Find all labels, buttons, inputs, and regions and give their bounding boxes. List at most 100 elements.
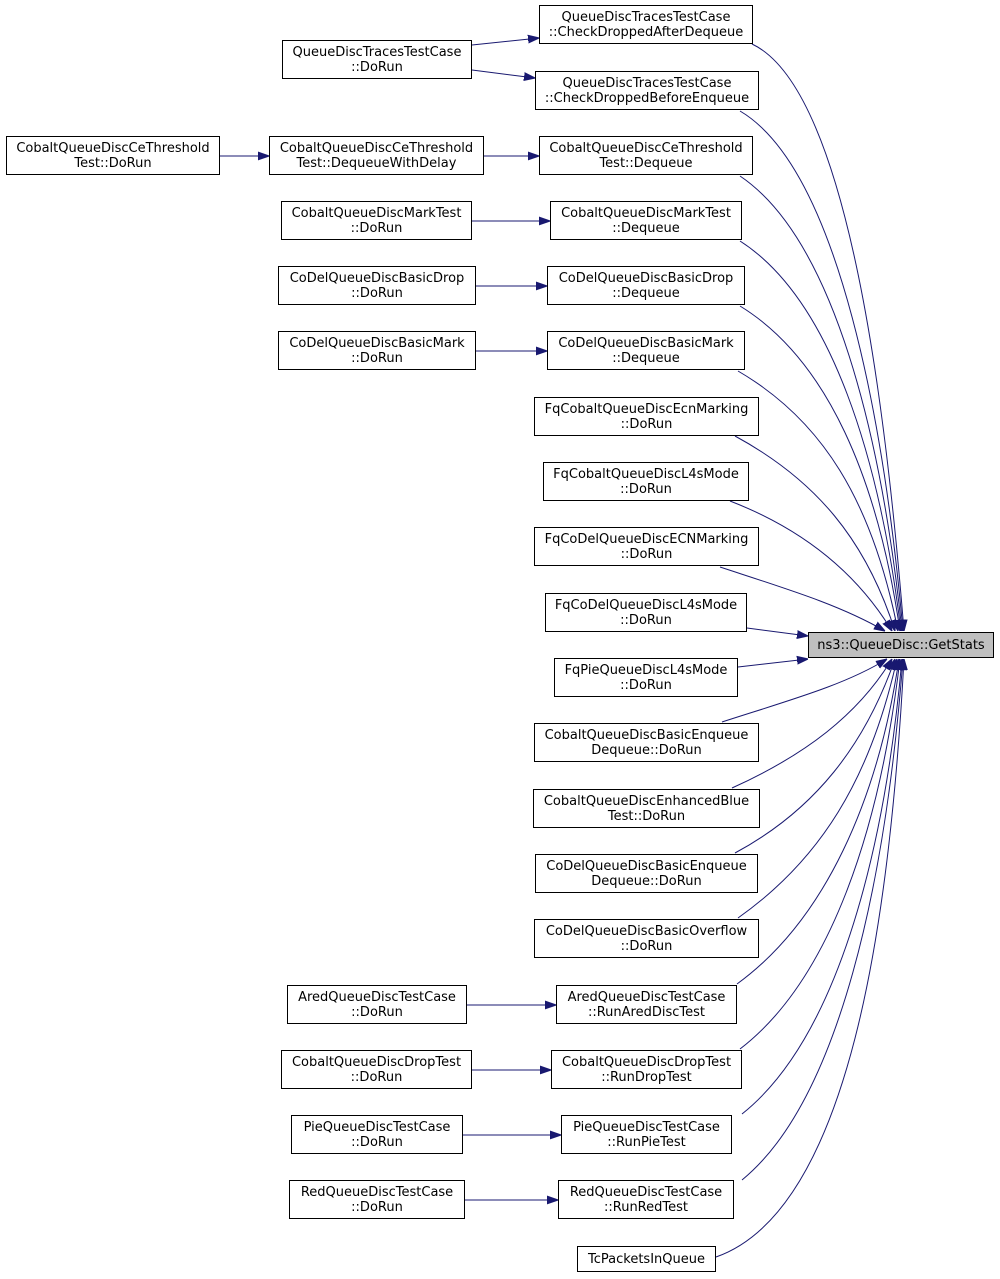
function-node-cmark-dorun[interactable]: CobaltQueueDiscMarkTest::DoRun xyxy=(281,201,472,240)
function-node-fqcl4s[interactable]: FqCobaltQueueDiscL4sMode::DoRun xyxy=(543,462,749,501)
function-node-cddrop-dequeue[interactable]: CoDelQueueDiscBasicDrop::Dequeue xyxy=(547,266,745,305)
function-node-cdmark-dequeue[interactable]: CoDelQueueDiscBasicMark::Dequeue xyxy=(547,331,745,370)
node-label-line: ::CheckDroppedAfterDequeue xyxy=(548,24,744,40)
node-label-line: PieQueueDiscTestCase xyxy=(303,1119,451,1135)
node-label-line: CobaltQueueDiscBasicEnqueue xyxy=(544,727,749,743)
call-edge-cdbenq-to-getstats xyxy=(734,659,895,854)
node-label-line: ::DoRun xyxy=(620,612,672,628)
node-label-line: ::DoRun xyxy=(351,1199,403,1215)
node-label-line: TcPacketsInQueue xyxy=(588,1251,705,1267)
function-node-ared-dorun[interactable]: AredQueueDiscTestCase::DoRun xyxy=(287,985,467,1024)
node-label-line: PieQueueDiscTestCase xyxy=(573,1119,720,1135)
function-node-pie-dorun[interactable]: PieQueueDiscTestCase::DoRun xyxy=(291,1115,463,1154)
node-label-line: CoDelQueueDiscBasicEnqueue xyxy=(546,858,747,874)
call-edge-qdt-checkBefore-to-getstats xyxy=(739,110,903,631)
node-label-line: CobaltQueueDiscEnhancedBlue xyxy=(543,793,750,809)
node-label-line: Dequeue::DoRun xyxy=(591,742,702,758)
node-label-line: QueueDiscTracesTestCase xyxy=(292,44,462,60)
node-label-line: CobaltQueueDiscCeThreshold xyxy=(279,140,474,156)
node-label-line: CoDelQueueDiscBasicDrop xyxy=(558,270,734,286)
call-edge-pie-run-to-getstats xyxy=(741,659,902,1115)
call-edge-qdt-dorun-to-qdt-checkAfter xyxy=(471,38,539,46)
node-label-line: AredQueueDiscTestCase xyxy=(298,989,456,1005)
function-node-cmark-dequeue[interactable]: CobaltQueueDiscMarkTest::Dequeue xyxy=(550,201,742,240)
function-node-tcpackets[interactable]: TcPacketsInQueue xyxy=(577,1246,716,1272)
node-label-line: Dequeue::DoRun xyxy=(591,873,702,889)
node-label-line: ::DoRun xyxy=(620,416,673,432)
call-edge-cmark-dequeue-to-getstats xyxy=(739,240,901,631)
node-label-line: CoDelQueueDiscBasicMark xyxy=(289,335,465,351)
function-node-cdrop-dorun[interactable]: CobaltQueueDiscDropTest::DoRun xyxy=(281,1050,472,1089)
node-label-line: Test::DequeueWithDelay xyxy=(296,155,457,171)
function-node-cdover[interactable]: CoDelQueueDiscBasicOverflow::DoRun xyxy=(534,919,759,958)
node-label-line: ::DoRun xyxy=(351,350,403,366)
node-label-line: RedQueueDiscTestCase xyxy=(300,1184,454,1200)
node-label-line: Test::Dequeue xyxy=(599,155,693,171)
function-node-fqcdl4s[interactable]: FqCoDelQueueDiscL4sMode::DoRun xyxy=(545,593,747,632)
call-edge-qdt-checkAfter-to-getstats xyxy=(751,43,904,631)
node-label-line: CobaltQueueDiscMarkTest xyxy=(561,205,731,221)
call-edge-cddrop-dequeue-to-getstats xyxy=(739,305,900,631)
node-label-line: CobaltQueueDiscDropTest xyxy=(561,1054,732,1070)
function-node-red-dorun[interactable]: RedQueueDiscTestCase::DoRun xyxy=(289,1180,465,1219)
node-label-line: ::RunRedTest xyxy=(604,1199,688,1215)
node-label-line: ::Dequeue xyxy=(612,350,680,366)
node-label-line: RedQueueDiscTestCase xyxy=(569,1184,723,1200)
node-label-line: ns3::QueueDisc::GetStats xyxy=(817,637,985,653)
node-label-line: AredQueueDiscTestCase xyxy=(567,989,726,1005)
function-node-fqcdecn[interactable]: FqCoDelQueueDiscECNMarking::DoRun xyxy=(534,527,759,566)
function-node-ared-run[interactable]: AredQueueDiscTestCase::RunAredDiscTest xyxy=(556,985,737,1024)
function-node-pie-run[interactable]: PieQueueDiscTestCase::RunPieTest xyxy=(561,1115,732,1154)
node-label-line: ::DoRun xyxy=(351,285,403,301)
node-label-line: ::DoRun xyxy=(620,546,673,562)
function-node-red-run[interactable]: RedQueueDiscTestCase::RunRedTest xyxy=(558,1180,734,1219)
function-node-fqcecn[interactable]: FqCobaltQueueDiscEcnMarking::DoRun xyxy=(534,397,759,436)
function-node-qdt-dorun[interactable]: QueueDiscTracesTestCase::DoRun xyxy=(282,40,472,79)
call-edge-cdrop-run-to-getstats xyxy=(739,659,900,1050)
function-node-cddrop-dorun[interactable]: CoDelQueueDiscBasicDrop::DoRun xyxy=(278,266,476,305)
call-edge-fqcdecn-to-getstats xyxy=(719,566,885,631)
function-node-cdrop-run[interactable]: CobaltQueueDiscDropTest::RunDropTest xyxy=(551,1050,742,1089)
node-label-line: FqCobaltQueueDiscEcnMarking xyxy=(544,401,749,417)
node-label-line: CobaltQueueDiscCeThreshold xyxy=(549,140,743,156)
call-edge-red-run-to-getstats xyxy=(741,659,903,1181)
call-edge-cdmark-dequeue-to-getstats xyxy=(737,370,898,631)
node-label-line: ::DoRun xyxy=(351,59,403,75)
node-label-line: FqPieQueueDiscL4sMode xyxy=(564,662,728,678)
call-edge-qdt-dorun-to-qdt-checkBefore xyxy=(471,69,535,78)
node-label-line: CoDelQueueDiscBasicOverflow xyxy=(545,923,748,939)
call-edge-tcpackets-to-getstats xyxy=(715,659,904,1258)
node-label-line: FqCobaltQueueDiscL4sMode xyxy=(553,466,739,482)
node-label-line: ::DoRun xyxy=(620,481,672,497)
node-label-line: FqCoDelQueueDiscECNMarking xyxy=(544,531,749,547)
node-label-line: FqCoDelQueueDiscL4sMode xyxy=(554,597,738,613)
node-label-line: CobaltQueueDiscMarkTest xyxy=(291,205,462,221)
node-label-line: ::DoRun xyxy=(351,1134,403,1150)
node-label-line: QueueDiscTracesTestCase xyxy=(562,75,732,91)
node-label-line: ::Dequeue xyxy=(612,285,680,301)
call-edge-fqcl4s-to-getstats xyxy=(729,500,892,631)
call-edge-fqpiel4s-to-getstats xyxy=(737,659,808,668)
node-label-line: CoDelQueueDiscBasicDrop xyxy=(289,270,465,286)
node-label-line: ::RunAredDiscTest xyxy=(587,1004,706,1020)
node-label-line: CobaltQueueDiscCeThreshold xyxy=(16,140,210,156)
function-node-cdmark-dorun[interactable]: CoDelQueueDiscBasicMark::DoRun xyxy=(278,331,476,370)
function-node-qdt-checkAfter[interactable]: QueueDiscTracesTestCase::CheckDroppedAft… xyxy=(539,5,753,44)
function-node-qdt-checkBefore[interactable]: QueueDiscTracesTestCase::CheckDroppedBef… xyxy=(535,71,759,110)
node-label-line: ::RunDropTest xyxy=(601,1069,692,1085)
call-edge-cbenq-to-getstats xyxy=(721,659,887,723)
current-function-node: ns3::QueueDisc::GetStats xyxy=(808,632,994,658)
node-label-line: ::DoRun xyxy=(620,677,672,693)
function-node-fqpiel4s[interactable]: FqPieQueueDiscL4sMode::DoRun xyxy=(554,658,738,697)
node-label-line: Test::DoRun xyxy=(74,155,152,171)
node-label-line: ::Dequeue xyxy=(612,220,680,236)
call-edge-fqcecn-to-getstats xyxy=(734,435,895,631)
call-edge-fqcdl4s-to-getstats xyxy=(746,627,808,636)
